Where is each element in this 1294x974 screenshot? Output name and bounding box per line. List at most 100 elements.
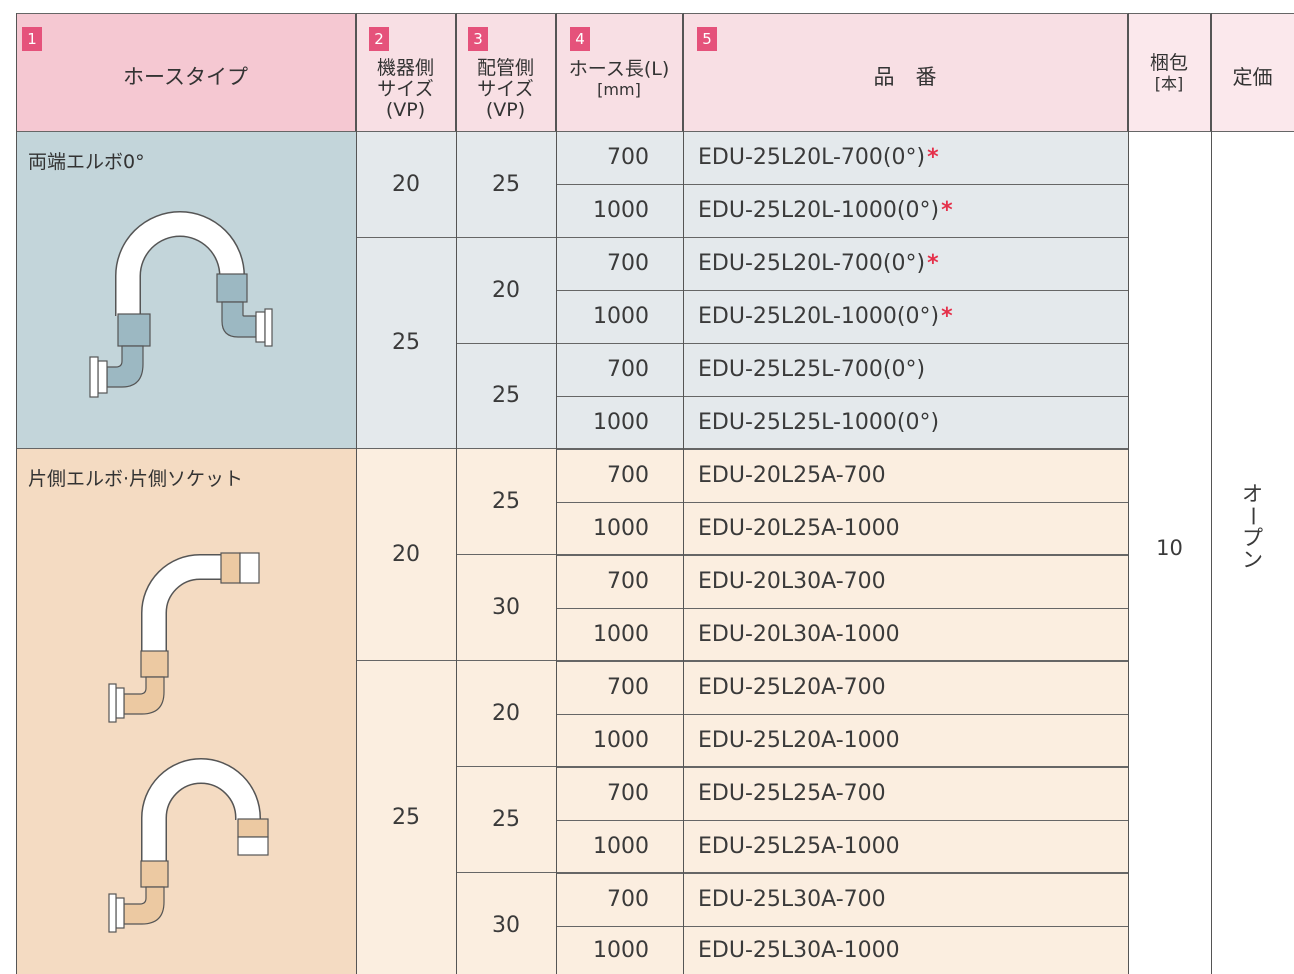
header-number-badge: 3 (468, 27, 488, 51)
row-divider (556, 661, 1128, 662)
part-number-text: EDU-20L30A-700 (698, 569, 886, 594)
package-qty: 10 (1156, 535, 1183, 560)
double-elbow-hose-icon (89, 211, 273, 398)
header-pipe-size-line1: 配管側 (476, 57, 534, 79)
part-number-text: EDU-25L25A-700 (698, 781, 886, 806)
part-number-text: EDU-20L30A-1000 (698, 622, 900, 647)
pipe-size-cell: 30 (456, 872, 556, 974)
header-price-label: 定価 (1232, 65, 1273, 89)
row-divider (556, 608, 1128, 609)
part-number-text: EDU-25L20L-1000(0°) (698, 304, 940, 329)
hose-length-cell: 700 (556, 661, 683, 714)
row-divider (556, 555, 1128, 556)
hose-type-label: 両端エルボ0° (28, 151, 145, 173)
part-number-cell: EDU-25L25L-700(0°) (683, 343, 1128, 396)
pipe-size-cell: 20 (456, 237, 556, 343)
part-number-cell: EDU-20L30A-700 (683, 555, 1128, 608)
header-package-line2: [本] (1154, 74, 1184, 93)
hose-length-cell: 700 (556, 343, 683, 396)
pipe-size-cell: 25 (456, 131, 556, 237)
hose-length-cell: 700 (556, 873, 683, 926)
part-number-cell: EDU-25L25L-1000(0°) (683, 396, 1128, 449)
product-table: 1 ホースタイプ 2 機器側 サイズ (VP) 3 配管側 サイズ (VP) 4… (16, 13, 1294, 974)
part-number-text: EDU-25L30A-700 (698, 887, 886, 912)
price-char: ン (1242, 548, 1263, 572)
header-pipe-size: 3 配管側 サイズ (VP) (456, 13, 556, 131)
part-number-text: EDU-25L20A-700 (698, 675, 886, 700)
hose-length-cell: 1000 (556, 714, 683, 767)
row-divider (556, 820, 1128, 821)
row-divider (556, 396, 1128, 397)
hose-length-cell: 700 (556, 767, 683, 820)
header-part-number: 5 品 番 (683, 13, 1128, 131)
hose-length-cell: 1000 (556, 820, 683, 873)
pipe-size-cell: 25 (456, 766, 556, 872)
row-divider (556, 926, 1128, 927)
header-package: 梱包 [本] (1128, 13, 1211, 131)
row-divider (556, 714, 1128, 715)
asterisk-mark: * (941, 198, 953, 223)
device-size-cell: 20 (356, 131, 456, 237)
header-number-badge: 1 (22, 27, 42, 51)
hose-length-cell: 1000 (556, 502, 683, 555)
header-hose-length: 4 ホース長(L) [mm] (556, 13, 683, 131)
table-top-border (16, 13, 1294, 14)
pipe-size-cell: 25 (456, 343, 556, 448)
pipe-size-divider (456, 766, 1128, 767)
pipe-size-cell: 30 (456, 554, 556, 660)
hose-length-cell: 1000 (556, 396, 683, 449)
elbow-socket-hose-u-icon (108, 758, 269, 933)
device-size-cell: 25 (356, 237, 456, 448)
elbow-socket-hose-icon (108, 552, 260, 723)
header-hose-type-label: ホースタイプ (123, 65, 248, 89)
part-number-text: EDU-25L20A-1000 (698, 728, 900, 753)
hose-length-cell: 700 (556, 555, 683, 608)
col-divider (356, 13, 357, 974)
hose-length-cell: 1000 (556, 290, 683, 343)
part-number-text: EDU-25L20L-1000(0°) (698, 198, 940, 223)
section-divider (16, 448, 1128, 449)
part-number-cell: EDU-25L20L-700(0°)* (683, 237, 1128, 290)
device-size-cell: 25 (356, 660, 456, 974)
table-left-border (16, 13, 17, 974)
part-number-text: EDU-20L25A-1000 (698, 516, 900, 541)
header-hose-length-line1: ホース長(L) (568, 58, 670, 80)
row-divider (556, 343, 1128, 344)
part-number-cell: EDU-25L20A-700 (683, 661, 1128, 714)
price-cell: オ ー プ ン (1211, 131, 1294, 974)
row-divider (556, 237, 1128, 238)
device-size-cell: 20 (356, 448, 456, 660)
part-number-text: EDU-25L25A-1000 (698, 834, 900, 859)
price-char: プ (1242, 526, 1263, 550)
hose-type-cell-elbow-socket: 片側エルボ·片側ソケット (16, 448, 356, 974)
part-number-text: EDU-20L25A-700 (698, 463, 886, 488)
header-number-badge: 2 (369, 27, 389, 51)
part-number-cell: EDU-25L20L-700(0°)* (683, 131, 1128, 184)
part-number-cell: EDU-20L25A-1000 (683, 502, 1128, 555)
hose-length-cell: 700 (556, 131, 683, 184)
part-number-cell: EDU-25L30A-1000 (683, 926, 1128, 974)
hose-length-cell: 1000 (556, 608, 683, 661)
part-number-cell: EDU-25L25A-700 (683, 767, 1128, 820)
row-divider (556, 184, 1128, 185)
part-number-text: EDU-25L20L-700(0°) (698, 251, 926, 276)
part-number-cell: EDU-20L30A-1000 (683, 608, 1128, 661)
header-number-badge: 4 (570, 27, 590, 51)
hose-length-cell: 1000 (556, 184, 683, 237)
header-number-badge: 5 (697, 27, 717, 51)
row-divider (556, 290, 1128, 291)
header-pipe-size-line3: (VP) (485, 99, 526, 121)
part-number-text: EDU-25L25L-1000(0°) (698, 410, 940, 435)
part-number-cell: EDU-25L25A-1000 (683, 820, 1128, 873)
part-number-text: EDU-25L25L-700(0°) (698, 357, 926, 382)
col-divider (1128, 13, 1129, 974)
col-divider (556, 13, 557, 974)
header-device-size-line2: サイズ (377, 78, 434, 100)
header-price: 定価 (1211, 13, 1294, 131)
package-qty-cell: 10 (1128, 131, 1211, 974)
header-part-number-label: 品 番 (873, 65, 937, 89)
header-package-line1: 梱包 (1149, 52, 1188, 74)
part-number-text: EDU-25L20L-700(0°) (698, 145, 926, 170)
part-number-cell: EDU-25L20L-1000(0°)* (683, 184, 1128, 237)
header-pipe-size-line2: サイズ (477, 78, 534, 100)
